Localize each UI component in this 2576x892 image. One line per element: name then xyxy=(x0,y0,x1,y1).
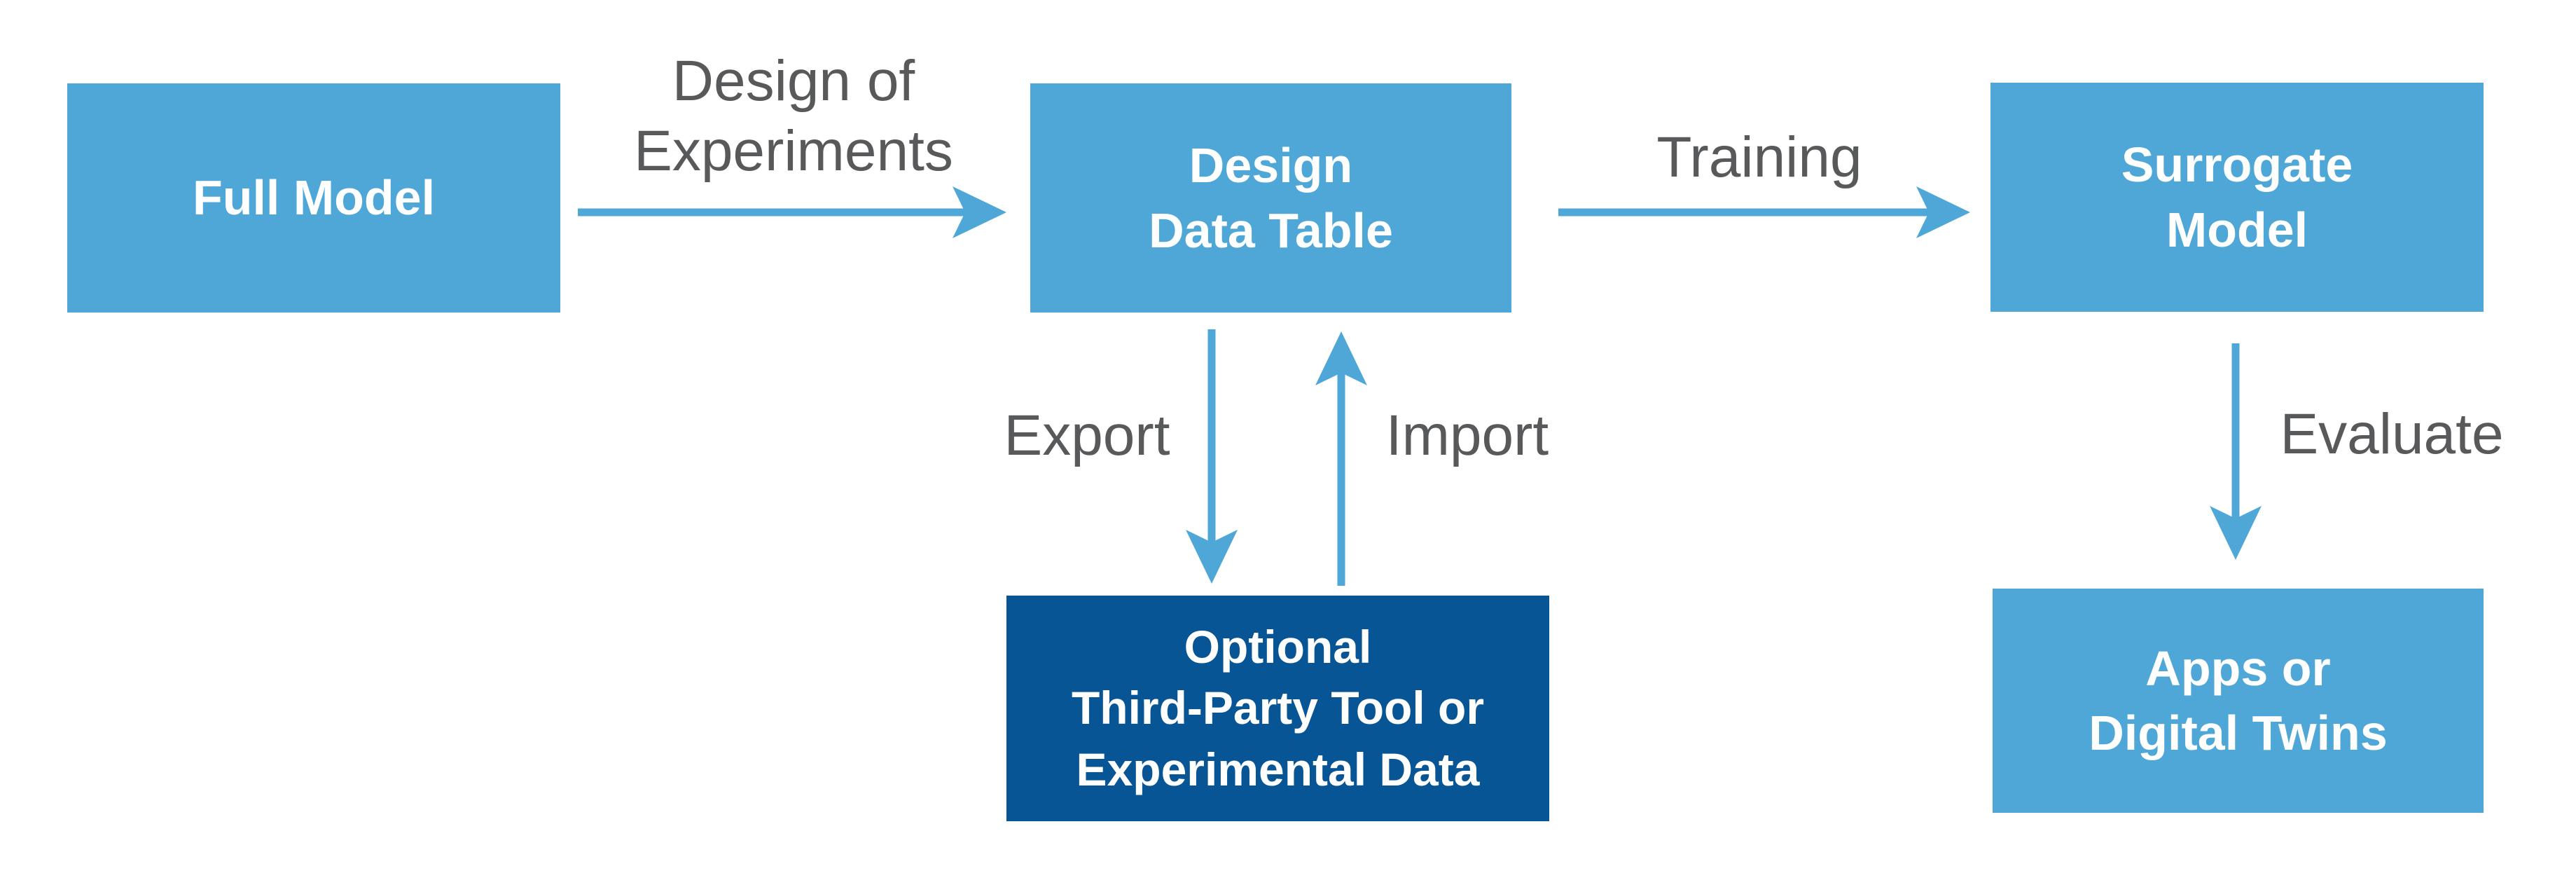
arrow-design-of-experiments-head xyxy=(953,186,1006,238)
node-apps-or-digital-twins: Apps or Digital Twins xyxy=(1993,589,2484,813)
node-surrogate-model: Surrogate Model xyxy=(1990,83,2484,312)
edge-label-import: Import xyxy=(1385,403,1549,467)
arrow-import-head xyxy=(1315,331,1367,385)
arrow-import xyxy=(1315,331,1367,586)
arrow-design-of-experiments xyxy=(578,186,1006,238)
edge-label-evaluate: Evaluate xyxy=(2280,402,2504,466)
node-design-data-table: Design Data Table xyxy=(1030,83,1511,313)
node-optional-third-party-tool: Optional Third-Party Tool or Experimenta… xyxy=(1006,596,1549,821)
node-full-model: Full Model xyxy=(67,83,560,313)
arrow-export xyxy=(1186,329,1238,584)
edge-label-export: Export xyxy=(1004,403,1170,467)
arrow-training-head xyxy=(1916,186,1970,238)
arrow-training xyxy=(1558,186,1970,238)
edge-label-training: Training xyxy=(1656,125,1862,189)
arrow-export-head xyxy=(1186,530,1238,584)
arrow-evaluate xyxy=(2210,343,2262,560)
edge-label-design-of-experiments: Design of Experiments xyxy=(634,48,953,183)
arrow-evaluate-head xyxy=(2210,506,2262,560)
